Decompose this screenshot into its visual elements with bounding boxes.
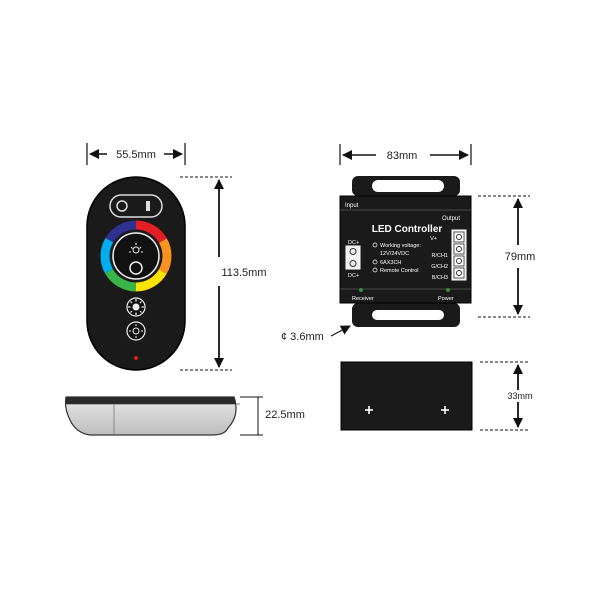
controller-side-body <box>340 361 473 431</box>
output-terminal-block <box>451 229 467 281</box>
remote-thickness-label: 22.5mm <box>265 409 305 421</box>
remote-front-view <box>86 176 186 371</box>
power-off-icon <box>116 200 128 212</box>
brightness-down-button <box>126 321 146 341</box>
spec-list: Working voltage: 12V/24VDC 6AX3CH Remote… <box>372 242 421 274</box>
remote-led-indicator <box>134 356 138 360</box>
dc-plus-bottom-label: DC+ <box>348 273 359 279</box>
power-indicator <box>446 288 450 292</box>
controller-depth-dimension: 33mm <box>480 361 533 431</box>
mount-hole-label: ¢ 3.6mm <box>281 331 324 343</box>
receiver-indicator <box>359 288 363 292</box>
remote-width-dimension: 55.5mm <box>86 143 186 165</box>
mount-hole-callout: ¢ 3.6mm <box>281 325 351 343</box>
brightness-up-button <box>126 297 146 317</box>
channel-label-2: R/CH1 <box>431 253 448 259</box>
input-terminal-1 <box>345 245 361 258</box>
output-label: Output <box>442 216 460 222</box>
mount-slot-bottom <box>372 310 444 320</box>
color-wheel <box>100 220 172 292</box>
channel-label-1: V+ <box>430 236 437 242</box>
remote-thickness-dimension: 22.5mm <box>240 396 305 436</box>
channel-label-4: B/CH3 <box>432 275 448 281</box>
controller-width-label: 83mm <box>387 150 418 162</box>
dc-plus-top-label: DC+ <box>348 240 359 246</box>
spec-line-2: 12V/24VDC <box>380 251 409 257</box>
spec-line-1: Working voltage: <box>380 243 421 249</box>
controller-height-dimension: 79mm <box>478 195 536 318</box>
spec-line-4: Remote Control <box>380 268 419 274</box>
remote-width-label: 55.5mm <box>116 149 156 161</box>
mount-slot-top <box>372 180 444 192</box>
controller-height-label: 79mm <box>505 251 536 263</box>
receiver-label: Receiver <box>352 296 374 302</box>
power-on-icon <box>146 201 150 211</box>
controller-side-view <box>340 361 473 431</box>
controller-depth-label: 33mm <box>507 391 532 401</box>
power-label: Power <box>438 296 454 302</box>
remote-height-label: 113.5mm <box>221 267 266 279</box>
remote-side-view <box>64 396 240 436</box>
input-label: Input <box>345 203 359 209</box>
remote-height-dimension: 113.5mm <box>180 176 267 371</box>
remote-power-switch <box>109 194 163 218</box>
controller-title: LED Controller <box>372 224 443 235</box>
channel-label-3: G/CH2 <box>431 264 448 270</box>
controller-top-view: Input Output LED Controller DC+ DC+ Work… <box>339 176 472 327</box>
input-terminal-2 <box>345 257 361 270</box>
controller-width-dimension: 83mm <box>339 144 472 165</box>
spec-line-3: 6AX3CH <box>380 260 401 266</box>
controller-body <box>339 195 472 304</box>
